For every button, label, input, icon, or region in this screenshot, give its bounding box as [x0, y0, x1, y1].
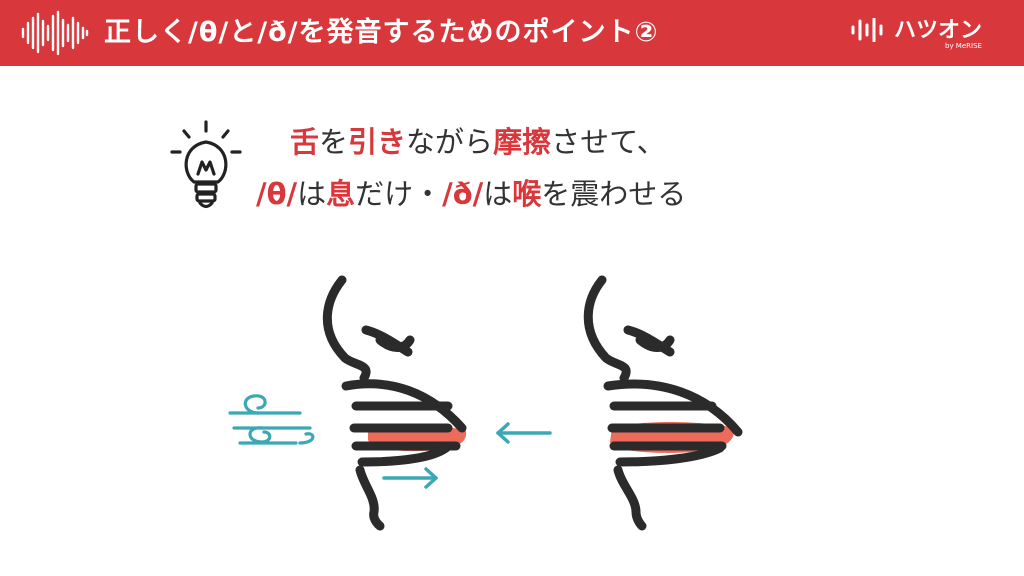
tip-segment: は	[297, 177, 327, 211]
tip-segment: は	[483, 177, 513, 211]
tip-segment: 息	[326, 177, 356, 211]
logo-wave-icon	[851, 18, 883, 42]
face-right-theta	[583, 275, 743, 531]
tip-segment: を	[319, 125, 349, 159]
arrow-right-icon	[382, 467, 438, 489]
tip-segment: 引き	[348, 125, 407, 159]
mouth-illustration	[228, 275, 743, 531]
face-left-theta	[322, 275, 467, 531]
tip-line-2: /θ/は息だけ・/ð/は喉を震わせる	[256, 168, 686, 220]
header-bar: 正しく/θ/と/ð/を発音するためのポイント② ハツオン by MeRISE	[0, 0, 1024, 66]
tip-segment: 摩擦	[493, 125, 552, 159]
logo-name: ハツオン	[894, 18, 983, 43]
tip-segment: /ð/	[442, 177, 484, 211]
tip-segment: ながら	[406, 125, 494, 159]
tip-text: 舌を引きながら摩擦させて、 /θ/は息だけ・/ð/は喉を震わせる	[256, 116, 686, 220]
tip-line-1: 舌を引きながら摩擦させて、	[256, 116, 686, 168]
tip-segment: だけ・	[355, 177, 443, 211]
tip-segment: を震わせる	[541, 177, 687, 211]
arrow-left-icon	[496, 422, 552, 444]
page-title: 正しく/θ/と/ð/を発音するためのポイント②	[104, 17, 659, 48]
tip-segment: させて、	[551, 125, 666, 159]
lightbulb-icon	[170, 120, 242, 209]
tip-segment: 喉	[512, 177, 542, 211]
logo-sub: by MeRISE	[945, 42, 982, 50]
brand-logo: ハツオン by MeRISE	[850, 12, 1000, 56]
tip-segment: 舌	[290, 125, 320, 159]
tip-segment: /θ/	[256, 177, 298, 211]
sound-wave-icon	[21, 10, 89, 56]
breath-icon	[228, 394, 315, 445]
